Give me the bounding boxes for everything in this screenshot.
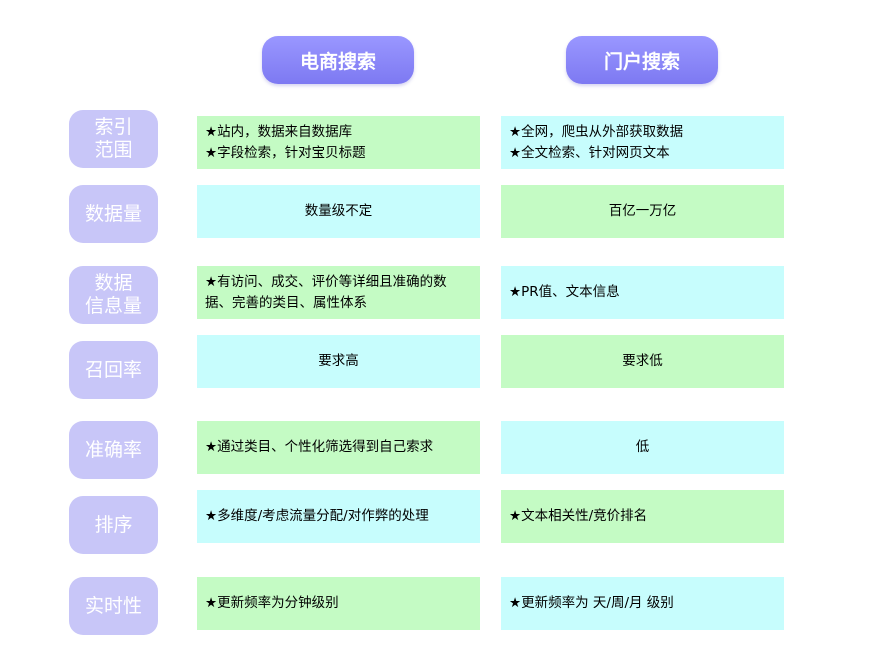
- row-label-data-info: 数据 信息量: [69, 266, 158, 324]
- cell-ecommerce-index-scope: ★站内，数据来自数据库 ★字段检索，针对宝贝标题: [197, 116, 480, 169]
- cell-text: 数量级不定: [304, 203, 373, 219]
- cell-portal-realtime: ★更新频率为 天/周/月 级别: [501, 577, 784, 630]
- cell-portal-data-volume: 百亿一万亿: [501, 185, 784, 238]
- cell-ecommerce-recall: 要求高: [197, 335, 480, 388]
- header-ecommerce-search: 电商搜索: [262, 36, 414, 84]
- cell-ecommerce-ranking: ★多维度/考虑流量分配/对作弊的处理: [197, 490, 480, 543]
- cell-portal-index-scope: ★全网，爬虫从外部获取数据 ★全文检索、针对网页文本: [501, 116, 784, 169]
- cell-text: ★多维度/考虑流量分配/对作弊的处理: [205, 508, 429, 524]
- cell-text: 百亿一万亿: [608, 203, 677, 219]
- cell-portal-recall: 要求低: [501, 335, 784, 388]
- row-label-ranking: 排序: [69, 496, 158, 554]
- header-portal-search: 门户搜索: [566, 36, 718, 84]
- cell-ecommerce-precision: ★通过类目、个性化筛选得到自己索求: [197, 421, 480, 474]
- cell-text: ★更新频率为分钟级别: [205, 595, 339, 611]
- cell-ecommerce-data-volume: 数量级不定: [197, 185, 480, 238]
- row-label-realtime: 实时性: [69, 577, 158, 635]
- cell-text: ★更新频率为 天/周/月 级别: [509, 595, 674, 611]
- cell-text: 要求高: [318, 353, 359, 369]
- cell-ecommerce-realtime: ★更新频率为分钟级别: [197, 577, 480, 630]
- row-label-recall: 召回率: [69, 341, 158, 399]
- cell-portal-ranking: ★文本相关性/竞价排名: [501, 490, 784, 543]
- cell-text: ★有访问、成交、评价等详细且准确的数 据、完善的类目、属性体系: [205, 273, 447, 311]
- cell-text: ★站内，数据来自数据库 ★字段检索，针对宝贝标题: [205, 123, 366, 161]
- row-label-index-scope: 索引 范围: [69, 110, 158, 168]
- cell-text: ★全网，爬虫从外部获取数据 ★全文检索、针对网页文本: [509, 123, 684, 161]
- cell-text: 低: [635, 439, 650, 455]
- cell-text: ★PR值、文本信息: [509, 284, 620, 300]
- cell-portal-precision: 低: [501, 421, 784, 474]
- cell-text: ★文本相关性/竞价排名: [509, 508, 648, 524]
- row-label-precision: 准确率: [69, 421, 158, 479]
- cell-text: 要求低: [622, 353, 663, 369]
- cell-text: ★通过类目、个性化筛选得到自己索求: [205, 439, 434, 455]
- cell-portal-data-info: ★PR值、文本信息: [501, 266, 784, 319]
- cell-ecommerce-data-info: ★有访问、成交、评价等详细且准确的数 据、完善的类目、属性体系: [197, 266, 480, 319]
- row-label-data-volume: 数据量: [69, 185, 158, 243]
